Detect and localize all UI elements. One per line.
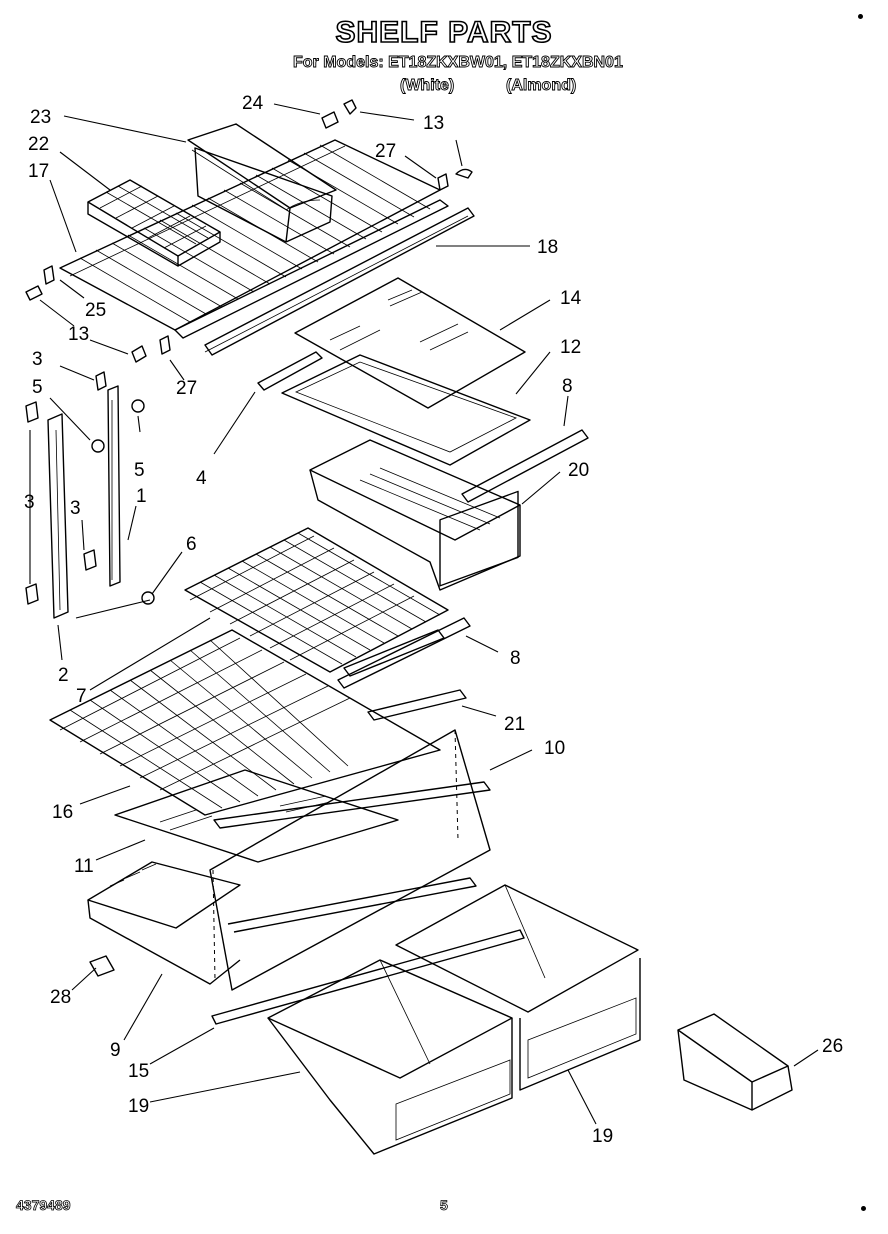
callout-23: 23 (30, 107, 51, 128)
callout-8: 8 (510, 648, 521, 669)
callout-11: 11 (74, 856, 94, 877)
page-number: 5 (440, 1197, 449, 1214)
callout-17: 17 (28, 161, 49, 182)
callout-15: 15 (128, 1061, 149, 1082)
ice-bucket (187, 123, 337, 243)
callout-19: 19 (592, 1126, 613, 1147)
wire-shelf-lower (49, 629, 441, 816)
callout-10: 10 (544, 738, 565, 759)
callout-25: 25 (85, 300, 106, 321)
callout-5: 5 (32, 377, 43, 398)
registration-mark-bottom (861, 1206, 866, 1211)
callout-22: 22 (28, 134, 49, 155)
callout-5: 5 (134, 460, 145, 481)
callout-16: 16 (52, 802, 73, 823)
callout-13: 13 (68, 324, 89, 345)
callout-4: 4 (196, 468, 207, 489)
callout-1: 1 (136, 486, 147, 507)
crisper-drawer-right (395, 884, 641, 1091)
callout-2: 2 (58, 665, 69, 686)
leader-lines (29, 103, 819, 1125)
ice-cube-tray (87, 179, 221, 267)
callout-3: 3 (32, 349, 43, 370)
shelf-clips-freezer (25, 99, 473, 363)
callout-27: 27 (375, 141, 396, 162)
freezer-wire-shelf (59, 139, 441, 331)
callout-6: 6 (186, 534, 197, 555)
shelf-frame-upper (257, 351, 531, 466)
wire-shelf-middle (184, 527, 449, 673)
color-almond-label: (Almond) (506, 77, 577, 95)
crisper-cover-frame (209, 729, 491, 991)
document-number: 4379489 (16, 1197, 71, 1214)
crisper-front-rail (211, 929, 525, 1025)
callout-24: 24 (242, 93, 264, 114)
callout-14: 14 (560, 288, 582, 309)
page-title: SHELF PARTS (335, 15, 553, 50)
registration-mark-top (858, 14, 863, 19)
shelf-ladders (25, 371, 155, 619)
meat-drawer (309, 439, 521, 591)
callout-12: 12 (560, 337, 581, 358)
color-white-label: (White) (400, 77, 455, 95)
callout-8: 8 (562, 376, 573, 397)
callout-28: 28 (50, 987, 71, 1008)
glass-shelf-upper (294, 277, 526, 409)
callout-20: 20 (568, 460, 589, 481)
callout-3: 3 (24, 492, 35, 513)
leveling-screw (89, 955, 115, 977)
callout-numbers: 23 24 13 22 27 17 18 25 13 14 27 12 3 5 … (24, 93, 843, 1147)
shelf-rail-middle (337, 617, 471, 689)
callout-9: 9 (110, 1040, 121, 1061)
callout-13: 13 (423, 113, 444, 134)
callout-26: 26 (822, 1036, 843, 1057)
callout-27: 27 (176, 378, 197, 399)
crisper-glass-cover (114, 769, 399, 863)
door-bin (677, 1013, 793, 1111)
crisper-drawer-left (267, 959, 513, 1155)
models-line: For Models: ET18ZKXBW01, ET18ZKXBN01 (293, 54, 624, 72)
freezer-shelf-front-rail (174, 199, 475, 356)
callout-18: 18 (537, 237, 558, 258)
callout-19: 19 (128, 1096, 149, 1117)
callout-7: 7 (76, 686, 87, 707)
shelf-rail-upper (461, 429, 589, 503)
crisper-support-frame (87, 861, 241, 985)
callout-21: 21 (504, 714, 525, 735)
callout-3: 3 (70, 498, 81, 519)
shelf-rail-lower (213, 689, 491, 829)
